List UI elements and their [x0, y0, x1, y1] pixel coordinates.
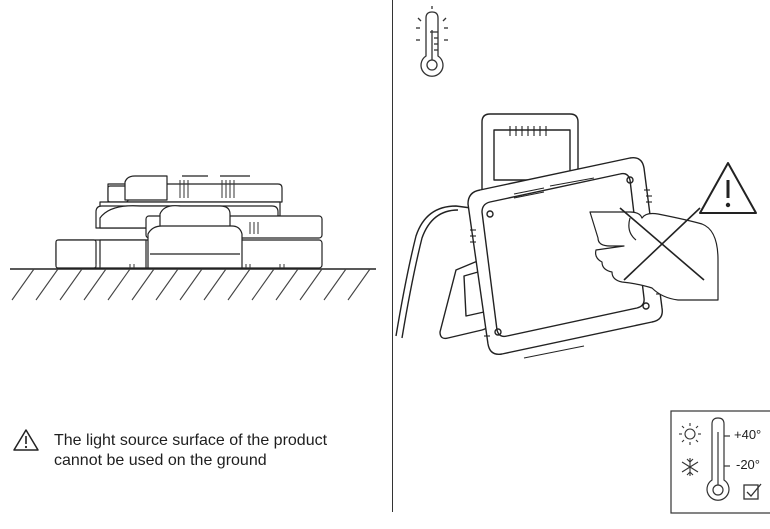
caution-triangle-icon	[699, 162, 757, 214]
stacked-lamps-illustration	[10, 175, 376, 301]
checkbox-checked-icon	[743, 483, 762, 500]
min-temp-label: -20°	[736, 457, 760, 472]
temperature-box-frame	[670, 410, 770, 514]
floodlight-illustration	[395, 113, 719, 359]
warning-triangle-icon	[13, 429, 39, 451]
warning-line-2: cannot be used on the ground	[54, 452, 267, 469]
snowflake-icon	[681, 458, 699, 476]
panel-divider	[392, 0, 394, 512]
thermometer-icon	[706, 417, 730, 501]
max-temp-label: +40°	[734, 427, 762, 442]
warning-message: The light source surface of the product …	[54, 431, 384, 471]
warning-line-1: The light source surface of the product	[54, 432, 328, 449]
sun-icon	[679, 423, 701, 445]
thermometer-heat-icon	[416, 6, 448, 77]
